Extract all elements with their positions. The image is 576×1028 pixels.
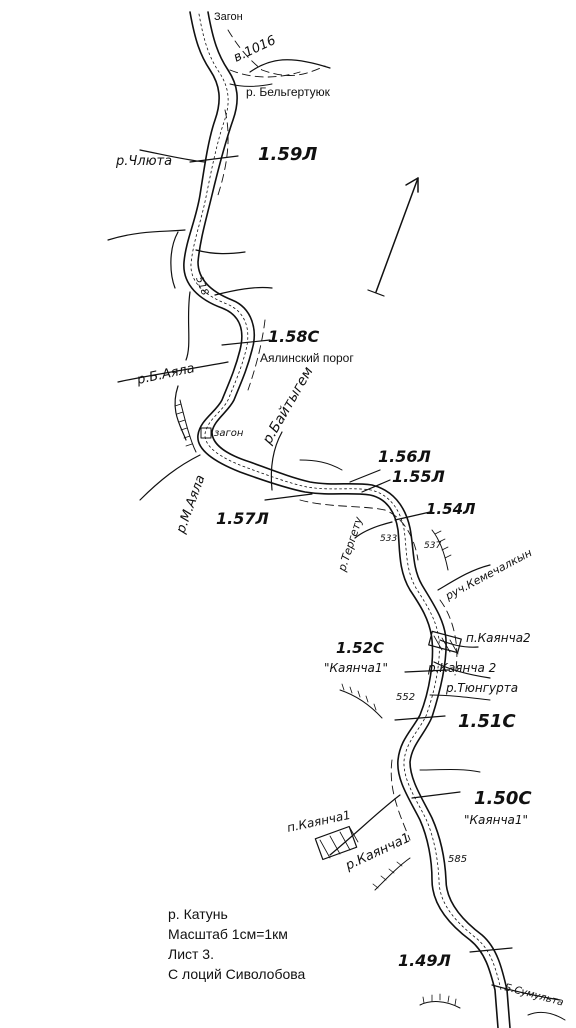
label-ayalinsky-rapid: Аялинский порог <box>260 351 354 365</box>
label-alt-518: 518 <box>193 275 210 297</box>
north-arrow-icon <box>367 177 419 297</box>
legend-source: С лоций Сиволобова <box>168 966 306 982</box>
label-peak-1016: в.1016 <box>231 33 278 66</box>
label-river-m-ayala: р.М.Аяла <box>173 473 208 536</box>
label-alt-552: 552 <box>396 692 415 703</box>
legend-river: р. Катунь <box>168 906 228 922</box>
label-km-149: 1.49Л <box>398 951 451 970</box>
label-stream-kemechalkyn: руч.Кемечалкын <box>442 546 534 603</box>
label-river-b-sumulta: Б.Сумульта <box>503 982 564 1008</box>
label-km-152: 1.52С <box>336 639 384 657</box>
legend-sheet: Лист 3. <box>168 946 214 962</box>
ridge-hachures <box>174 399 566 1021</box>
label-km-154: 1.54Л <box>426 500 476 518</box>
label-km-157: 1.57Л <box>216 509 269 528</box>
label-kayancha-quote2: "Каянча1" <box>464 813 528 827</box>
label-km-155: 1.55Л <box>392 467 445 486</box>
label-zagon-mid: загон <box>214 428 244 439</box>
label-km-156: 1.56Л <box>378 447 431 466</box>
label-river-belgertuyuk: р. Бельгертуюк <box>246 85 331 99</box>
label-km-150: 1.50С <box>474 788 532 809</box>
katun-river <box>183 11 511 1028</box>
label-river-b-ayala: р.Б.Аяла <box>135 361 196 388</box>
label-kayancha1-quote: "Каянча1" <box>324 661 388 675</box>
label-km-151: 1.51С <box>458 711 516 732</box>
label-river-tergetu: р.Тергету <box>335 515 365 574</box>
label-settlement-kayancha1: п.Каянча1 <box>286 808 352 835</box>
label-km-159: 1.59Л <box>258 144 317 165</box>
km-ticks <box>189 155 513 953</box>
label-alt-533: 533 <box>380 534 397 544</box>
label-alt-585: 585 <box>448 854 467 865</box>
label-river-chlyuta: р.Члюта <box>115 154 172 169</box>
label-settlement-kayancha2: п.Каянча2 <box>466 631 531 645</box>
label-river-baytygem: р.Байтыгем <box>259 364 317 448</box>
hatched-settlement-icon <box>200 427 462 861</box>
label-river-tyungurta: р.Тюнгурта <box>445 681 518 695</box>
label-zagon-top: Загон <box>214 11 243 23</box>
label-river-kayancha2: р.Каянча 2 <box>427 661 496 675</box>
label-alt-537: 537 <box>424 541 441 551</box>
map-legend: р. Катунь Масштаб 1см=1км Лист 3. С лоци… <box>168 904 305 984</box>
label-km-158: 1.58С <box>268 327 319 346</box>
tributaries <box>107 59 561 1001</box>
legend-scale: Масштаб 1см=1км <box>168 926 288 942</box>
